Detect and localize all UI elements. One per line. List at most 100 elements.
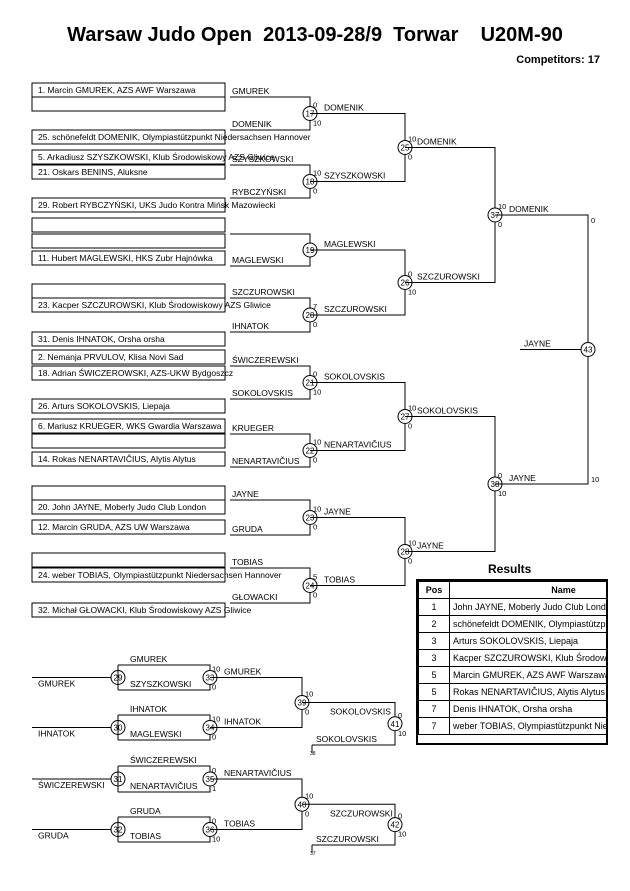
entry-box — [31, 250, 226, 266]
entry-box — [31, 217, 226, 233]
entry-box — [31, 519, 226, 535]
results-name: Rokas NENARTAVIČIUS, Alytis Alytus — [449, 683, 606, 701]
results-pos: 7 — [418, 700, 450, 718]
entry-label: 6. Mariusz KRUEGER, WKS Gwardia Warszawa — [38, 421, 222, 431]
match-number-circle — [580, 342, 596, 357]
entry-label: 12. Marcin GRUDA, AZS UW Warszawa — [38, 522, 190, 532]
competitor-name: JAYNE — [232, 489, 259, 499]
competitor-name: TOBIAS — [232, 557, 263, 567]
competitor-name: GMUREK — [224, 667, 262, 677]
winner-name: JAYNE — [524, 339, 551, 349]
competitor-name: MAGLEWSKI — [232, 255, 283, 265]
entry-box — [31, 283, 226, 299]
competitor-name: DOMENIK — [417, 137, 457, 147]
score: 0 — [305, 708, 309, 717]
entry-box — [31, 149, 226, 165]
competitor-name: NENARTAVIČIUS — [324, 440, 392, 450]
match-number: 41 — [391, 720, 400, 729]
competitor-name: SZCZUROWSKI — [417, 272, 480, 282]
competitor-name: DOMENIK — [509, 204, 549, 214]
entry-box — [31, 233, 226, 249]
competitor-name: NENARTAVIČIUS — [232, 456, 300, 466]
entry-label: 2. Nemanja PRVULOV, Klisa Novi Sad — [38, 352, 184, 362]
competitor-name: TOBIAS — [224, 819, 255, 829]
score: 0 — [498, 471, 502, 480]
entry-box — [31, 331, 226, 347]
competitor-name: ŚWICZEREWSKI — [130, 754, 197, 765]
match-note: 38 — [310, 751, 316, 757]
score: 0 — [313, 187, 317, 196]
entry-label: 5. Arkadiusz SZYSZKOWSKI, Klub Środowisk… — [38, 151, 275, 162]
results-pos: 1 — [418, 598, 450, 616]
entry-label: 20. John JAYNE, Moberly Judo Club London — [38, 502, 206, 512]
results-pos: 5 — [418, 683, 450, 701]
score: 10 — [305, 690, 313, 699]
results-name: weber TOBIAS, Olympiastützpunkt Niedersa… — [449, 717, 606, 735]
bronze-winner-name: SOKOLOVSKIS — [316, 734, 377, 744]
competitor-count: Competitors: 17 — [516, 54, 600, 66]
entry-box — [31, 398, 226, 414]
score: 0 — [212, 683, 216, 692]
results-header-pos: Pos — [418, 581, 450, 599]
page-title: Warsaw Judo Open 2013-09-28/9 Torwar U20… — [67, 24, 563, 46]
entry-box — [31, 485, 226, 501]
results-name: Arturs SOKOLOVSKIS, Liepaja — [449, 632, 606, 650]
score: 10 — [313, 505, 321, 514]
competitor-name: TOBIAS — [324, 575, 355, 585]
entry-label: 26. Arturs SOKOLOVSKIS, Liepaja — [38, 401, 170, 411]
entry-box — [31, 602, 226, 618]
competitor-name: SZCZUROWSKI — [232, 287, 295, 297]
entry-box — [31, 451, 226, 467]
match-number: 43 — [584, 346, 593, 355]
competitor-name: GRUDA — [38, 831, 69, 841]
score: 0 — [398, 711, 402, 720]
score: 10 — [591, 475, 599, 484]
competitor-name: DOMENIK — [232, 119, 272, 129]
score: 0 — [313, 101, 317, 110]
entry-box — [31, 297, 226, 313]
competitor-name: KRUEGER — [232, 423, 274, 433]
score: 10 — [498, 202, 506, 211]
competitor-name: GMUREK — [38, 679, 76, 689]
score: 0 — [408, 422, 412, 431]
competitor-name: SZYSZKOWSKI — [324, 171, 385, 181]
entry-box — [31, 365, 226, 381]
competitor-name: GRUDA — [232, 524, 263, 534]
score: 10 — [408, 288, 416, 297]
competitor-name: SOKOLOVSKIS — [417, 406, 478, 416]
competitor-name: GRUDA — [130, 806, 161, 816]
competitor-name: SOKOLOVSKIS — [324, 372, 385, 382]
results-header-row: Pos Name — [418, 581, 606, 599]
competitor-name: IHNATOK — [224, 717, 261, 727]
match-number-circle — [387, 716, 403, 732]
results-pos: 3 — [418, 649, 450, 667]
entry-label: 31. Denis IHNATOK, Orsha orsha — [38, 334, 165, 344]
score: 10 — [398, 729, 406, 738]
match-note: 37 — [310, 851, 316, 857]
entry-label: 18. Adrian ŚWICZEROWSKI, AZS-UKW Bydgosz… — [38, 367, 233, 378]
competitor-name: TOBIAS — [130, 831, 161, 841]
results-pos: 2 — [418, 615, 450, 633]
entry-box — [31, 433, 226, 449]
competitor-name: RYBCZYŃSKI — [232, 187, 286, 197]
competitor-name: ŚWICZEREWSKI — [232, 354, 299, 365]
score: 0 — [408, 270, 412, 279]
entry-label: 21. Oskars BENINS, Aluksne — [38, 167, 148, 177]
competitor-name: IHNATOK — [232, 321, 269, 331]
entry-box — [31, 129, 226, 145]
results-name: John JAYNE, Moberly Judo Club London — [449, 598, 606, 616]
competitor-name: SOKOLOVSKIS — [330, 707, 391, 717]
score: 10 — [212, 665, 220, 674]
score: 0 — [313, 523, 317, 532]
score: 10 — [212, 715, 220, 724]
score: 10 — [305, 791, 313, 800]
